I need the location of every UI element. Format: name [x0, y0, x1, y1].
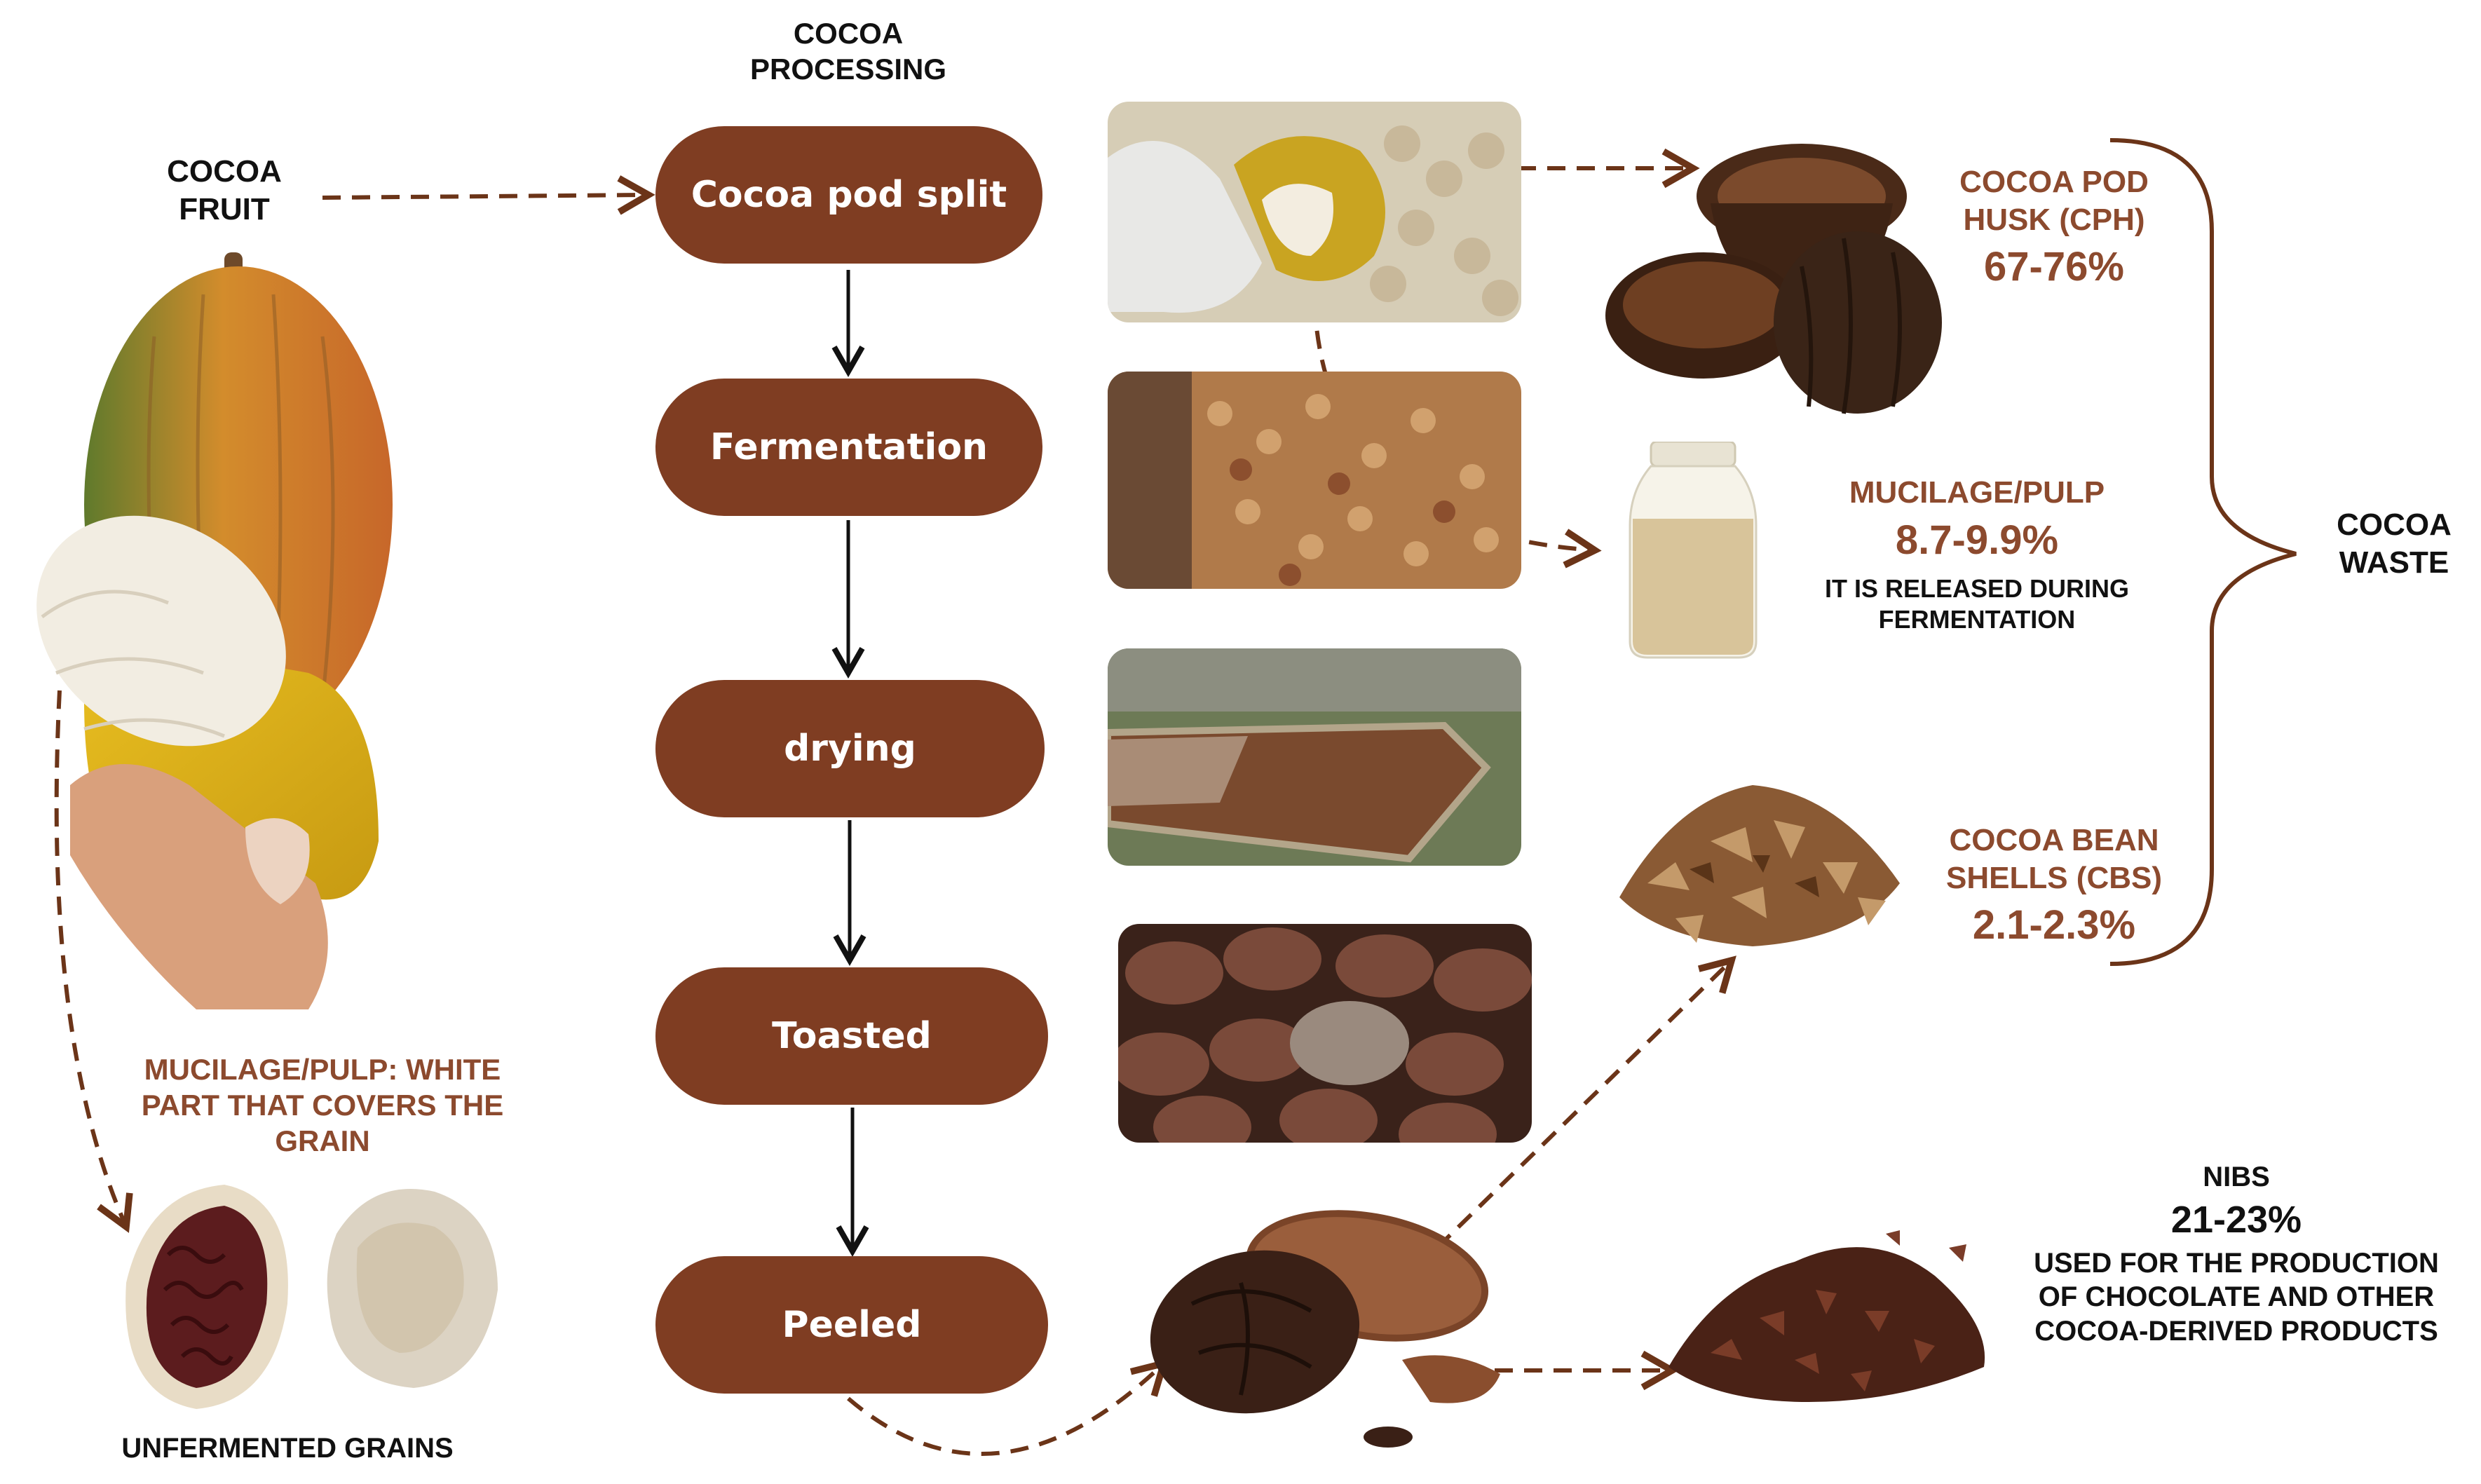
- step-cocoa-pod-split-label: Cocoa pod split: [691, 174, 1007, 216]
- mucilage-note-line3: GRAIN: [275, 1124, 370, 1158]
- mucilage-note: MUCILAGE/PULP: WHITE PART THAT COVERS TH…: [112, 1051, 533, 1159]
- waste-line2: WASTE: [2339, 545, 2449, 580]
- photo-pod-split: [1108, 102, 1521, 322]
- mucilage-title: MUCILAGE/PULP: [1849, 475, 2105, 510]
- cbs-line2: SHELLS (CBS): [1946, 860, 2162, 895]
- cph-line2: HUSK (CPH): [1963, 202, 2145, 237]
- cocoa-waste-label: COCOA WASTE: [2313, 506, 2475, 581]
- arrow-beans-to-shells: [1435, 955, 1736, 1250]
- step-peeled-label: Peeled: [782, 1304, 922, 1346]
- mucilage-note-line1: MUCILAGE/PULP: WHITE: [144, 1053, 501, 1086]
- mucilage-value: 8.7-9.9%: [1895, 517, 2059, 563]
- photo-toasted: [1118, 924, 1532, 1143]
- arrow-pod-to-mucilage: [1312, 301, 1602, 569]
- nibs-value: 21-23%: [2170, 1198, 2302, 1241]
- nibs-note-line3: COCOA-DERIVED PRODUCTS: [2034, 1316, 2438, 1347]
- title-line2: PROCESSING: [749, 53, 947, 86]
- photo-drying: [1108, 648, 1521, 866]
- fruit-label-line1: COCOA: [167, 154, 282, 189]
- step-toasted-label: Toasted: [772, 1015, 932, 1057]
- arrow-fruit-to-grains: [54, 690, 133, 1233]
- photo-fermentation: [1108, 372, 1521, 589]
- diagram-title: COCOA PROCESSING: [708, 15, 988, 87]
- step-drying-label: drying: [784, 728, 916, 770]
- arrow-fruit-to-split: [322, 175, 655, 215]
- mucilage-note-line1: IT IS RELEASED DURING: [1824, 574, 2130, 604]
- step-drying: drying: [655, 680, 1045, 817]
- waste-brace: [2109, 138, 2297, 966]
- mucilage-jar-illustration: [1629, 442, 1758, 659]
- cbs-label: COCOA BEAN SHELLS (CBS) 2.1-2.3%: [1907, 822, 2201, 951]
- unfermented-grains-text: UNFERMENTED GRAINS: [121, 1433, 454, 1464]
- unfermented-grains-illustration: [125, 1185, 498, 1409]
- nibs-label: NIBS 21-23% USED FOR THE PRODUCTION OF C…: [2005, 1160, 2468, 1349]
- step-fermentation: Fermentation: [655, 379, 1042, 516]
- mucilage-output-label: MUCILAGE/PULP 8.7-9.9% IT IS RELEASED DU…: [1781, 474, 2173, 635]
- beans-illustration: [1150, 1210, 1500, 1448]
- step-peeled: Peeled: [655, 1256, 1048, 1394]
- nibs-illustration: [1668, 1230, 1985, 1402]
- step-fermentation-label: Fermentation: [709, 426, 988, 468]
- step-toasted: Toasted: [655, 967, 1048, 1105]
- arrow-peeled-to-beans: [847, 1359, 1169, 1456]
- nibs-note-line1: USED FOR THE PRODUCTION: [2034, 1247, 2439, 1279]
- cbs-value: 2.1-2.3%: [1972, 902, 2136, 948]
- unfermented-grains-label: UNFERMENTED GRAINS: [56, 1431, 519, 1466]
- cbs-line1: COCOA BEAN: [1949, 823, 2159, 857]
- cph-label: COCOA POD HUSK (CPH) 67-76%: [1914, 163, 2194, 292]
- fruit-label-line2: FRUIT: [179, 191, 270, 226]
- title-line1: COCOA: [793, 17, 904, 50]
- cocoa-fruit-illustration: [36, 252, 393, 1009]
- step-cocoa-pod-split: Cocoa pod split: [655, 126, 1042, 264]
- husk-illustration: [1605, 144, 1942, 414]
- cocoa-fruit-label: COCOA FRUIT: [140, 153, 308, 228]
- shells-illustration: [1619, 785, 1900, 946]
- mucilage-note-line2: FERMENTATION: [1878, 605, 2076, 634]
- nibs-title: NIBS: [2203, 1162, 2270, 1192]
- nibs-note-line2: OF CHOCOLATE AND OTHER: [2038, 1281, 2435, 1313]
- cph-value: 67-76%: [1984, 244, 2124, 290]
- waste-line1: COCOA: [2337, 508, 2452, 542]
- cph-line1: COCOA POD: [1959, 165, 2149, 199]
- mucilage-note-line2: PART THAT COVERS THE: [141, 1089, 504, 1122]
